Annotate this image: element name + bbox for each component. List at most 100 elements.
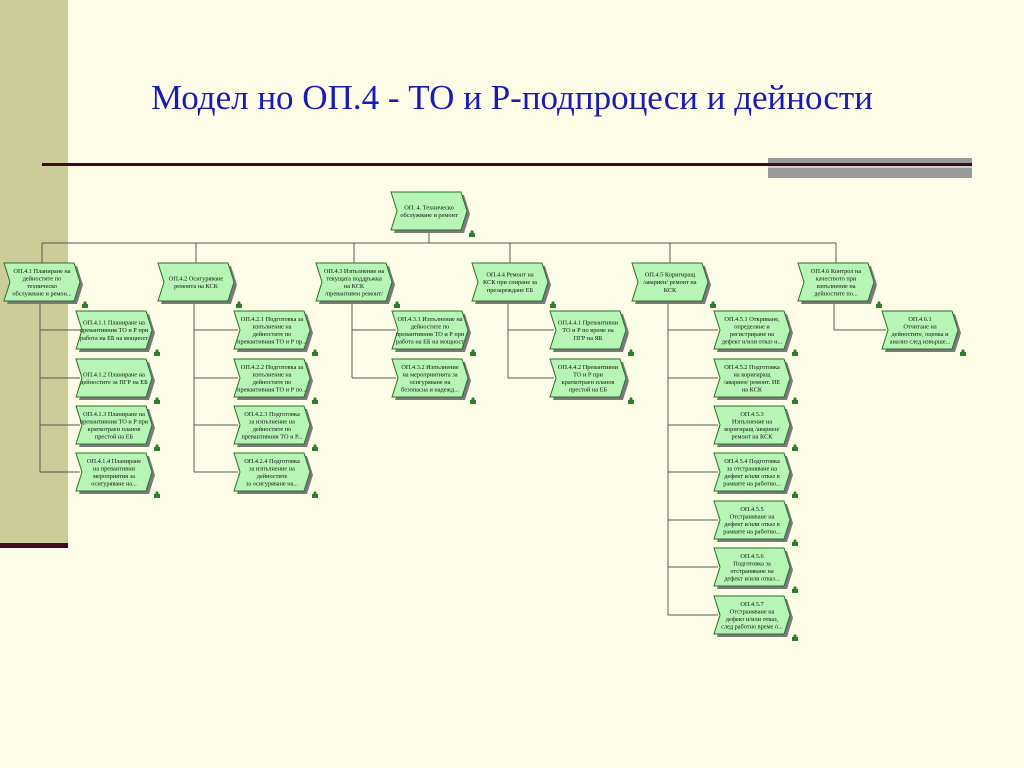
process-label-line: отстраняване на <box>730 568 774 575</box>
assignment-icon[interactable] <box>550 301 556 308</box>
process-label-line: ОП.4.5.3 <box>740 411 763 418</box>
process-box <box>713 595 791 635</box>
process-label-line: /авариен/ ремонт на <box>643 279 696 286</box>
process-box <box>713 310 791 350</box>
assignment-icon[interactable] <box>236 301 242 308</box>
process-label-line: на КСК <box>344 283 365 290</box>
assignment-icon[interactable] <box>792 397 798 404</box>
process-box <box>157 262 235 302</box>
assignment-icon[interactable] <box>792 491 798 498</box>
process-label-line: ТО и Р по време на <box>562 327 614 334</box>
assignment-icon[interactable] <box>628 397 634 404</box>
process-label-line: Подготовка за <box>733 560 771 567</box>
assignment-icon[interactable] <box>792 349 798 356</box>
process-box <box>713 547 791 587</box>
assignment-icon[interactable] <box>312 397 318 404</box>
process-label-line: превантивния ТО и Р при <box>80 327 149 334</box>
process-label-line: ОП.4.3.1 Изпълнение на <box>397 316 462 323</box>
process-label-line: работа на ЕБ на мощност <box>396 339 464 346</box>
assignment-icon[interactable] <box>154 444 160 451</box>
process-label-line: КСК при спиране за <box>483 279 537 286</box>
assignment-icon[interactable] <box>792 634 798 641</box>
process-label-line: след работно време о... <box>721 624 783 631</box>
process-label-line: ОП.4.6 Контрол на <box>811 268 862 275</box>
process-label-line: ПГР на ЯБ <box>574 335 603 342</box>
assignment-icon[interactable] <box>312 349 318 356</box>
process-label-line: на мероприятията за <box>402 371 457 378</box>
process-label-line: ОП.4.1.3 Планиране на <box>83 411 145 418</box>
assignment-icon[interactable] <box>82 301 88 308</box>
process-box <box>233 405 311 445</box>
process-op451[interactable]: ОП.4.5.1 Откриване,определяне ирегистрир… <box>713 310 798 356</box>
assignment-icon[interactable] <box>960 349 966 356</box>
assignment-icon[interactable] <box>154 349 160 356</box>
assignment-icon[interactable] <box>394 301 400 308</box>
process-label-line: обслужване и ремонт <box>400 212 458 219</box>
assignment-icon[interactable] <box>792 586 798 593</box>
assignment-icon[interactable] <box>469 230 475 237</box>
process-label-line: за отстраняване на <box>727 465 777 472</box>
process-label-line: дейностите по <box>411 323 450 330</box>
title-rule <box>42 163 972 166</box>
process-label-line: превантивния ТО и Р пр... <box>237 339 307 346</box>
process-label-line: ОП.4.2 Осигуряване <box>169 275 224 282</box>
process-box <box>75 452 153 492</box>
process-label-line: изпълнение на <box>252 371 291 378</box>
assignment-icon[interactable] <box>876 301 882 308</box>
assignment-icon[interactable] <box>628 349 634 356</box>
process-label-line: текущата поддръжка <box>326 275 382 282</box>
process-box <box>233 358 311 398</box>
process-label-line: изпълнение на <box>816 283 855 290</box>
process-box <box>549 358 627 398</box>
process-label-line: регистриране на <box>730 331 774 338</box>
assignment-icon[interactable] <box>470 397 476 404</box>
assignment-icon[interactable] <box>470 349 476 356</box>
process-label-line: дефект и/или отказ... <box>724 576 780 583</box>
process-label-line: дефект и/или отказ в <box>724 521 779 528</box>
process-label-line: Отстраняване на <box>730 513 775 520</box>
assignment-icon[interactable] <box>792 444 798 451</box>
process-label-line: ОП.4.5 Коригиращ <box>645 272 696 279</box>
process-label-line: дефект и/или отказ в <box>724 473 779 480</box>
process-label-line: Изпълнение на <box>732 418 772 425</box>
title-rule-gray-highlight <box>768 165 972 168</box>
process-label-line: ОП.4.5.4 Подготовка <box>724 458 780 465</box>
assignment-icon[interactable] <box>312 444 318 451</box>
process-box <box>713 358 791 398</box>
assignment-icon[interactable] <box>710 301 716 308</box>
assignment-icon[interactable] <box>154 397 160 404</box>
process-label-line: ОП.4.4.2 Превантивни <box>558 364 619 371</box>
assignment-icon[interactable] <box>312 491 318 498</box>
assignment-icon[interactable] <box>154 491 160 498</box>
assignment-icon[interactable] <box>792 539 798 546</box>
process-label-line: рамките на работно... <box>723 481 781 488</box>
left-decor-line <box>0 543 68 548</box>
process-label-line: безопасна и надежд... <box>401 387 459 394</box>
